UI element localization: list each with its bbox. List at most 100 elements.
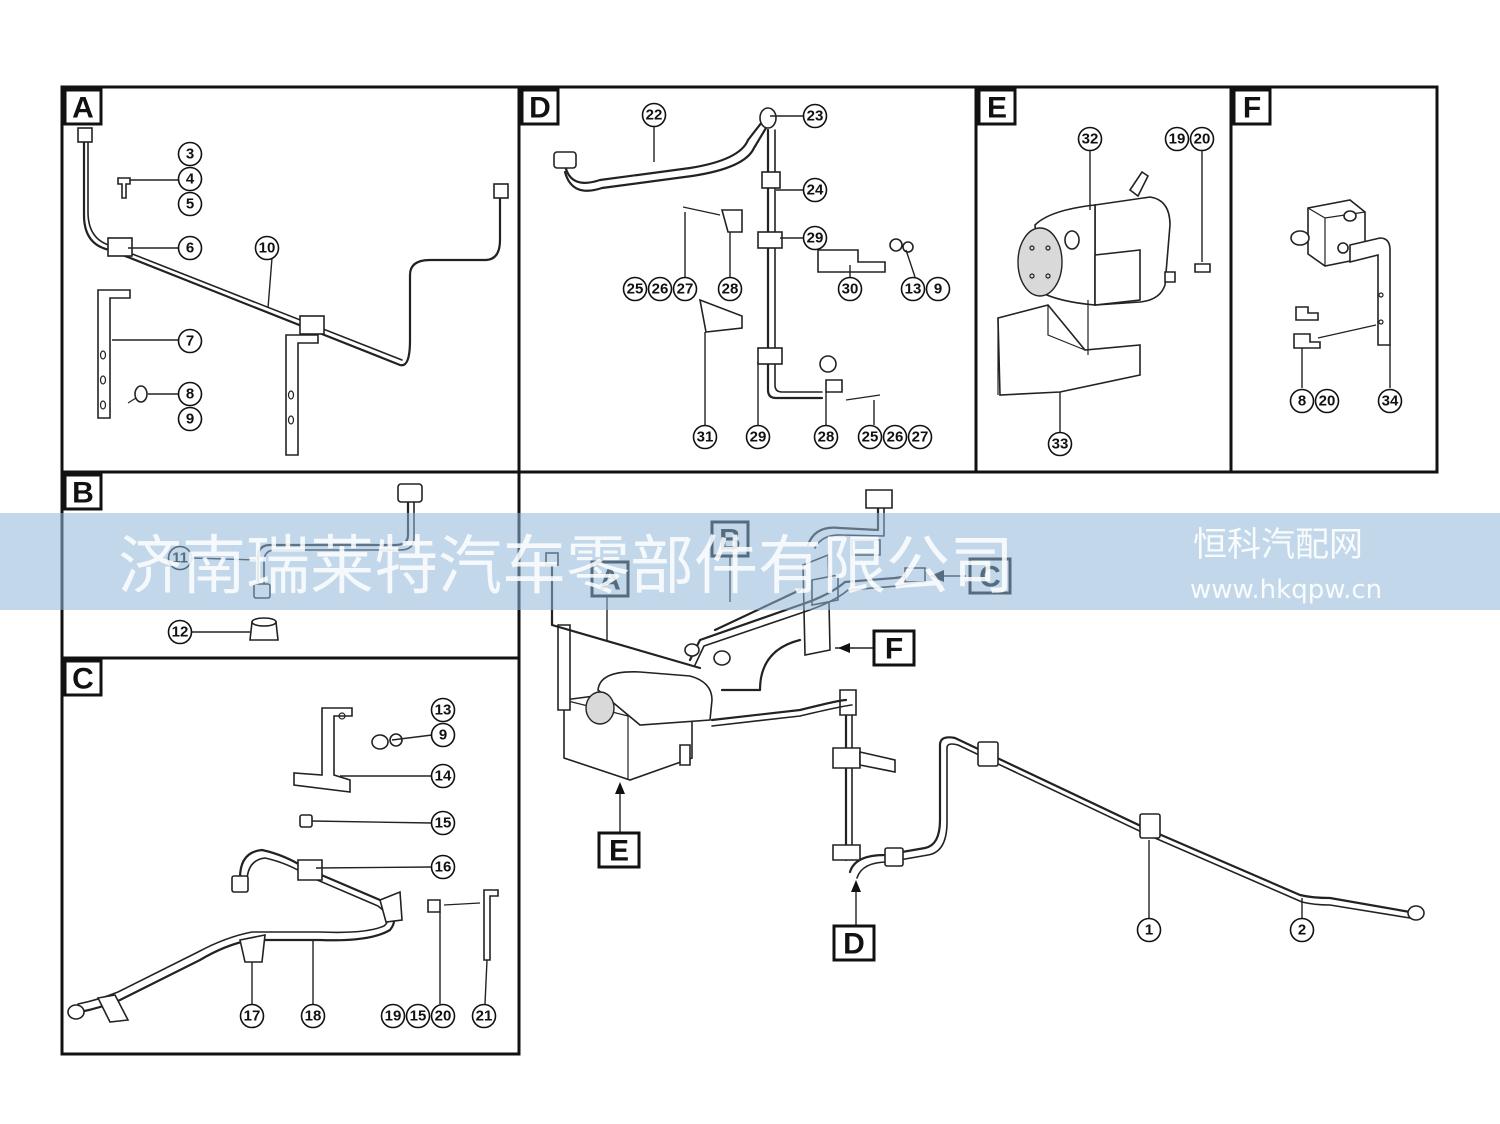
callout-7: 7 xyxy=(177,328,203,354)
callout-16: 16 xyxy=(430,854,456,880)
svg-text:23: 23 xyxy=(807,108,824,125)
overview-marker-f: F xyxy=(872,629,916,667)
svg-text:8: 8 xyxy=(1298,393,1306,410)
svg-text:30: 30 xyxy=(842,281,859,298)
callout-34: 34 xyxy=(1377,388,1403,414)
panel-f-callouts: 8 20 34 xyxy=(1289,388,1403,414)
callout-21: 21 xyxy=(471,1003,497,1029)
overview-callouts: 1 2 xyxy=(1136,917,1315,943)
svg-text:9: 9 xyxy=(934,281,942,298)
svg-text:2: 2 xyxy=(1298,922,1306,939)
callout-12: 12 xyxy=(167,619,193,645)
panel-e-callouts: 32 19 20 33 xyxy=(1047,126,1215,457)
callout-26-top: 26 xyxy=(647,276,673,302)
overview-marker-e: E xyxy=(597,831,641,869)
watermark-band xyxy=(0,513,1500,610)
svg-text:9: 9 xyxy=(186,411,194,428)
panel-c-callouts: 13 9 14 15 16 17 18 19 15 20 21 xyxy=(239,697,497,1029)
panel-d-callouts: 22 23 24 29 25 26 27 28 30 13 9 31 29 28… xyxy=(622,102,951,450)
callout-9: 9 xyxy=(177,406,203,432)
panel-label-c: C xyxy=(63,659,103,697)
svg-text:19: 19 xyxy=(385,1008,402,1025)
svg-text:10: 10 xyxy=(259,240,276,257)
panel-label-b: B xyxy=(63,473,103,511)
svg-text:15: 15 xyxy=(435,815,452,832)
svg-text:E: E xyxy=(609,835,629,868)
panel-f-drawing xyxy=(1290,199,1391,349)
panel-d-drawing xyxy=(553,107,914,401)
callout-4: 4 xyxy=(177,166,203,192)
svg-text:B: B xyxy=(72,477,94,510)
svg-text:3: 3 xyxy=(186,146,194,163)
svg-text:15: 15 xyxy=(410,1008,427,1025)
panel-c-frame xyxy=(60,656,521,1056)
callout-20-c: 20 xyxy=(430,1003,456,1029)
panel-labels: A D E F B C xyxy=(63,88,1272,697)
callout-20-e: 20 xyxy=(1189,126,1215,152)
svg-text:27: 27 xyxy=(677,281,694,298)
watermark-site-name: 恒科汽配网 xyxy=(1193,525,1363,565)
callout-1: 1 xyxy=(1136,917,1162,943)
callout-9-d: 9 xyxy=(925,276,951,302)
callout-14: 14 xyxy=(430,763,456,789)
svg-text:16: 16 xyxy=(435,859,452,876)
watermark-company: 济南瑞莱特汽车零部件有限公司 xyxy=(118,530,1014,604)
svg-text:29: 29 xyxy=(807,230,824,247)
panel-label-e: E xyxy=(977,88,1017,126)
svg-text:22: 22 xyxy=(646,107,663,124)
callout-3: 3 xyxy=(177,141,203,167)
callout-2: 2 xyxy=(1289,917,1315,943)
svg-text:F: F xyxy=(885,633,903,666)
svg-text:7: 7 xyxy=(186,333,194,350)
svg-text:21: 21 xyxy=(476,1008,493,1025)
svg-text:25: 25 xyxy=(627,281,644,298)
callout-33: 33 xyxy=(1047,431,1073,457)
svg-text:13: 13 xyxy=(435,702,452,719)
svg-text:D: D xyxy=(843,928,865,961)
svg-text:13: 13 xyxy=(905,281,922,298)
callout-13-d: 13 xyxy=(900,276,926,302)
callout-15-c: 15 xyxy=(405,1003,431,1029)
svg-text:33: 33 xyxy=(1052,436,1069,453)
svg-text:20: 20 xyxy=(1319,393,1336,410)
callout-25-bottom: 25 xyxy=(857,424,883,450)
watermark-site-url: www.hkqpw.cn xyxy=(1190,575,1382,605)
callout-8-f: 8 xyxy=(1289,388,1315,414)
callout-25-top: 25 xyxy=(622,276,648,302)
callout-26-bottom: 26 xyxy=(882,424,908,450)
svg-text:18: 18 xyxy=(305,1008,322,1025)
overview-marker-d: D xyxy=(832,924,876,962)
svg-text:29: 29 xyxy=(750,429,767,446)
svg-text:E: E xyxy=(987,92,1007,125)
callout-8: 8 xyxy=(177,381,203,407)
callout-19-c: 19 xyxy=(380,1003,406,1029)
callout-5: 5 xyxy=(177,191,203,217)
svg-text:31: 31 xyxy=(697,429,714,446)
panel-label-d: D xyxy=(520,88,560,126)
callout-18: 18 xyxy=(300,1003,326,1029)
callout-13-c: 13 xyxy=(430,697,456,723)
callout-22: 22 xyxy=(641,102,667,128)
panel-e-drawing xyxy=(997,170,1211,396)
panel-c-drawing xyxy=(67,707,499,1023)
svg-text:F: F xyxy=(1243,92,1261,125)
svg-text:14: 14 xyxy=(435,768,452,785)
callout-15: 15 xyxy=(430,810,456,836)
svg-text:12: 12 xyxy=(172,624,189,641)
svg-text:5: 5 xyxy=(186,196,194,213)
callout-27-bottom: 27 xyxy=(907,424,933,450)
svg-text:19: 19 xyxy=(1169,131,1186,148)
svg-text:28: 28 xyxy=(722,281,739,298)
svg-text:9: 9 xyxy=(439,727,447,744)
callout-6: 6 xyxy=(177,235,203,261)
panel-a-leaders xyxy=(112,179,273,395)
panel-e-leaders xyxy=(1059,150,1203,432)
callout-19-e: 19 xyxy=(1164,126,1190,152)
svg-text:24: 24 xyxy=(807,182,824,199)
callout-23: 23 xyxy=(802,103,828,129)
svg-text:20: 20 xyxy=(435,1008,452,1025)
panel-a-drawing xyxy=(77,127,509,456)
svg-text:27: 27 xyxy=(912,429,929,446)
panel-f-leaders xyxy=(1301,324,1391,388)
watermark: 济南瑞莱特汽车零部件有限公司 恒科汽配网 www.hkqpw.cn xyxy=(0,513,1500,610)
